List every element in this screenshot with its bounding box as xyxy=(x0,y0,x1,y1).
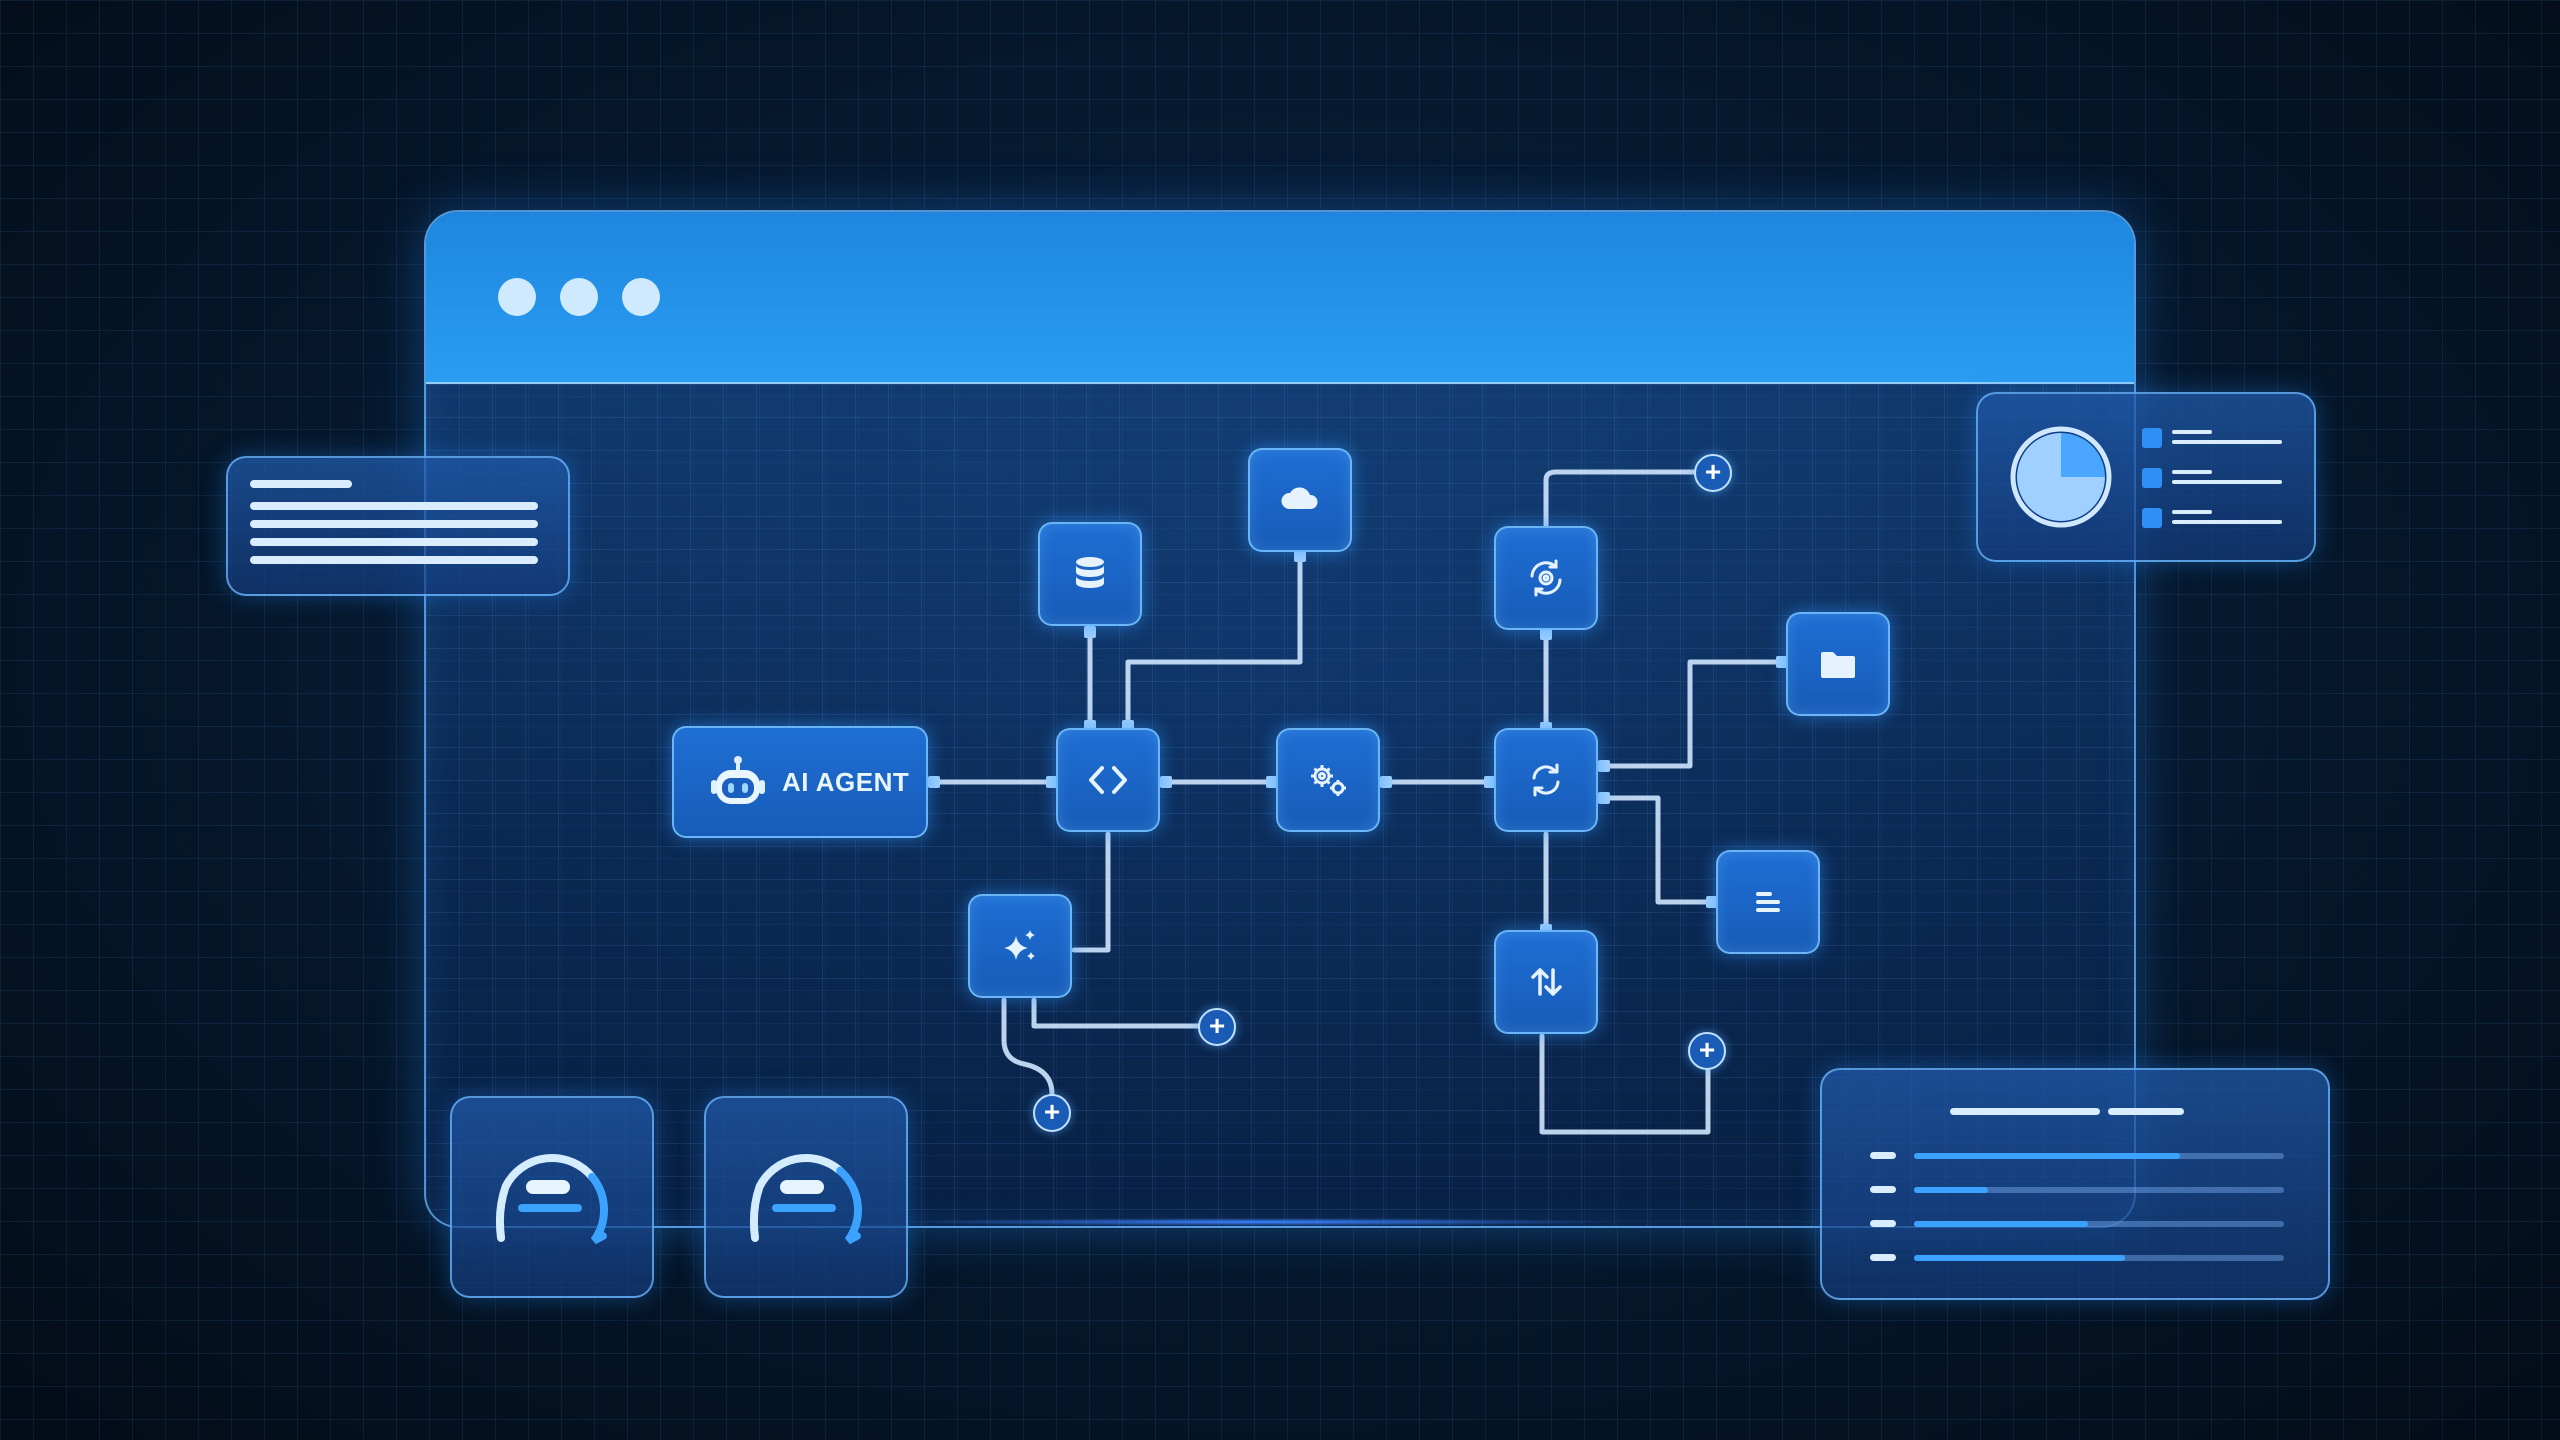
pie-chart-panel xyxy=(1976,392,2316,562)
add-node-button-label: + xyxy=(1043,1096,1061,1127)
robot-icon xyxy=(711,756,765,804)
text-lines-icon xyxy=(1756,892,1780,912)
cloud-icon xyxy=(1281,487,1318,509)
add-node-button-top[interactable]: + xyxy=(1694,454,1732,492)
gears-icon xyxy=(1311,765,1346,796)
database-icon xyxy=(1076,557,1104,588)
cloud-node[interactable] xyxy=(1248,448,1352,552)
sync-settings-node[interactable] xyxy=(1494,526,1598,630)
legend-line xyxy=(2172,510,2212,514)
sparkle-icon xyxy=(1004,930,1035,960)
panel-heading-line xyxy=(250,480,352,488)
progress-track xyxy=(1914,1187,2284,1193)
list-node[interactable] xyxy=(1716,850,1820,954)
progress-row-label xyxy=(1870,1254,1896,1261)
folder-icon xyxy=(1821,652,1855,678)
add-node-button-sparkle-bottom[interactable]: + xyxy=(1033,1094,1071,1132)
ai-agent-label: AI AGENT xyxy=(782,766,910,797)
progress-track xyxy=(1914,1221,2284,1227)
text-lines-panel xyxy=(226,456,570,596)
progress-row-label xyxy=(1870,1186,1896,1193)
progress-fill xyxy=(1914,1187,1988,1193)
add-node-button-sparkle-right[interactable]: + xyxy=(1198,1008,1236,1046)
progress-panel-title-line xyxy=(2108,1108,2184,1115)
panel-text-line xyxy=(250,520,538,528)
folder-node[interactable] xyxy=(1786,612,1890,716)
refresh-node[interactable] xyxy=(1494,728,1598,832)
progress-fill xyxy=(1914,1153,2181,1159)
add-node-button-transfer[interactable]: + xyxy=(1688,1032,1726,1070)
progress-track xyxy=(1914,1255,2284,1261)
window-minimize-button[interactable] xyxy=(560,278,598,316)
legend-line xyxy=(2172,470,2212,474)
progress-fill xyxy=(1914,1221,2088,1227)
settings-node[interactable] xyxy=(1276,728,1380,832)
legend-swatch xyxy=(2142,508,2162,528)
progress-fill xyxy=(1914,1255,2125,1261)
gauge-panel-2 xyxy=(704,1096,908,1298)
window-maximize-button[interactable] xyxy=(622,278,660,316)
panel-text-line xyxy=(250,502,538,510)
legend-swatch xyxy=(2142,468,2162,488)
window-bottom-glow xyxy=(900,1218,1620,1226)
code-brackets-icon xyxy=(1089,766,1127,794)
panel-text-line xyxy=(250,538,538,546)
database-node[interactable] xyxy=(1038,522,1142,626)
progress-row-label xyxy=(1870,1152,1896,1159)
progress-row-label xyxy=(1870,1220,1896,1227)
legend-line xyxy=(2172,440,2282,444)
progress-panel-title-line xyxy=(1950,1108,2100,1115)
add-node-button-label: + xyxy=(1704,456,1722,487)
window-titlebar xyxy=(426,212,2134,384)
gear-sync-icon xyxy=(1530,559,1562,597)
ai-agent-node[interactable]: AI AGENT xyxy=(672,726,928,838)
gauge-panel-1 xyxy=(450,1096,654,1298)
progress-panel xyxy=(1820,1068,2330,1300)
pie-chart xyxy=(2010,426,2112,528)
gauge-meter xyxy=(749,1154,862,1245)
legend-line xyxy=(2172,520,2282,524)
code-node[interactable] xyxy=(1056,728,1160,832)
window-close-button[interactable] xyxy=(498,278,536,316)
add-node-button-label: + xyxy=(1208,1010,1226,1041)
legend-swatch xyxy=(2142,428,2162,448)
panel-text-line xyxy=(250,556,538,564)
transfer-node[interactable] xyxy=(1494,930,1598,1034)
legend-line xyxy=(2172,480,2282,484)
refresh-icon xyxy=(1532,763,1560,797)
pie-slice-highlight xyxy=(2061,433,2105,477)
gauge-meter xyxy=(495,1154,608,1245)
ai-sparkle-node[interactable] xyxy=(968,894,1072,998)
progress-track xyxy=(1914,1153,2284,1159)
up-down-arrows-icon xyxy=(1531,968,1562,996)
add-node-button-label: + xyxy=(1698,1034,1716,1065)
legend-line xyxy=(2172,430,2212,434)
